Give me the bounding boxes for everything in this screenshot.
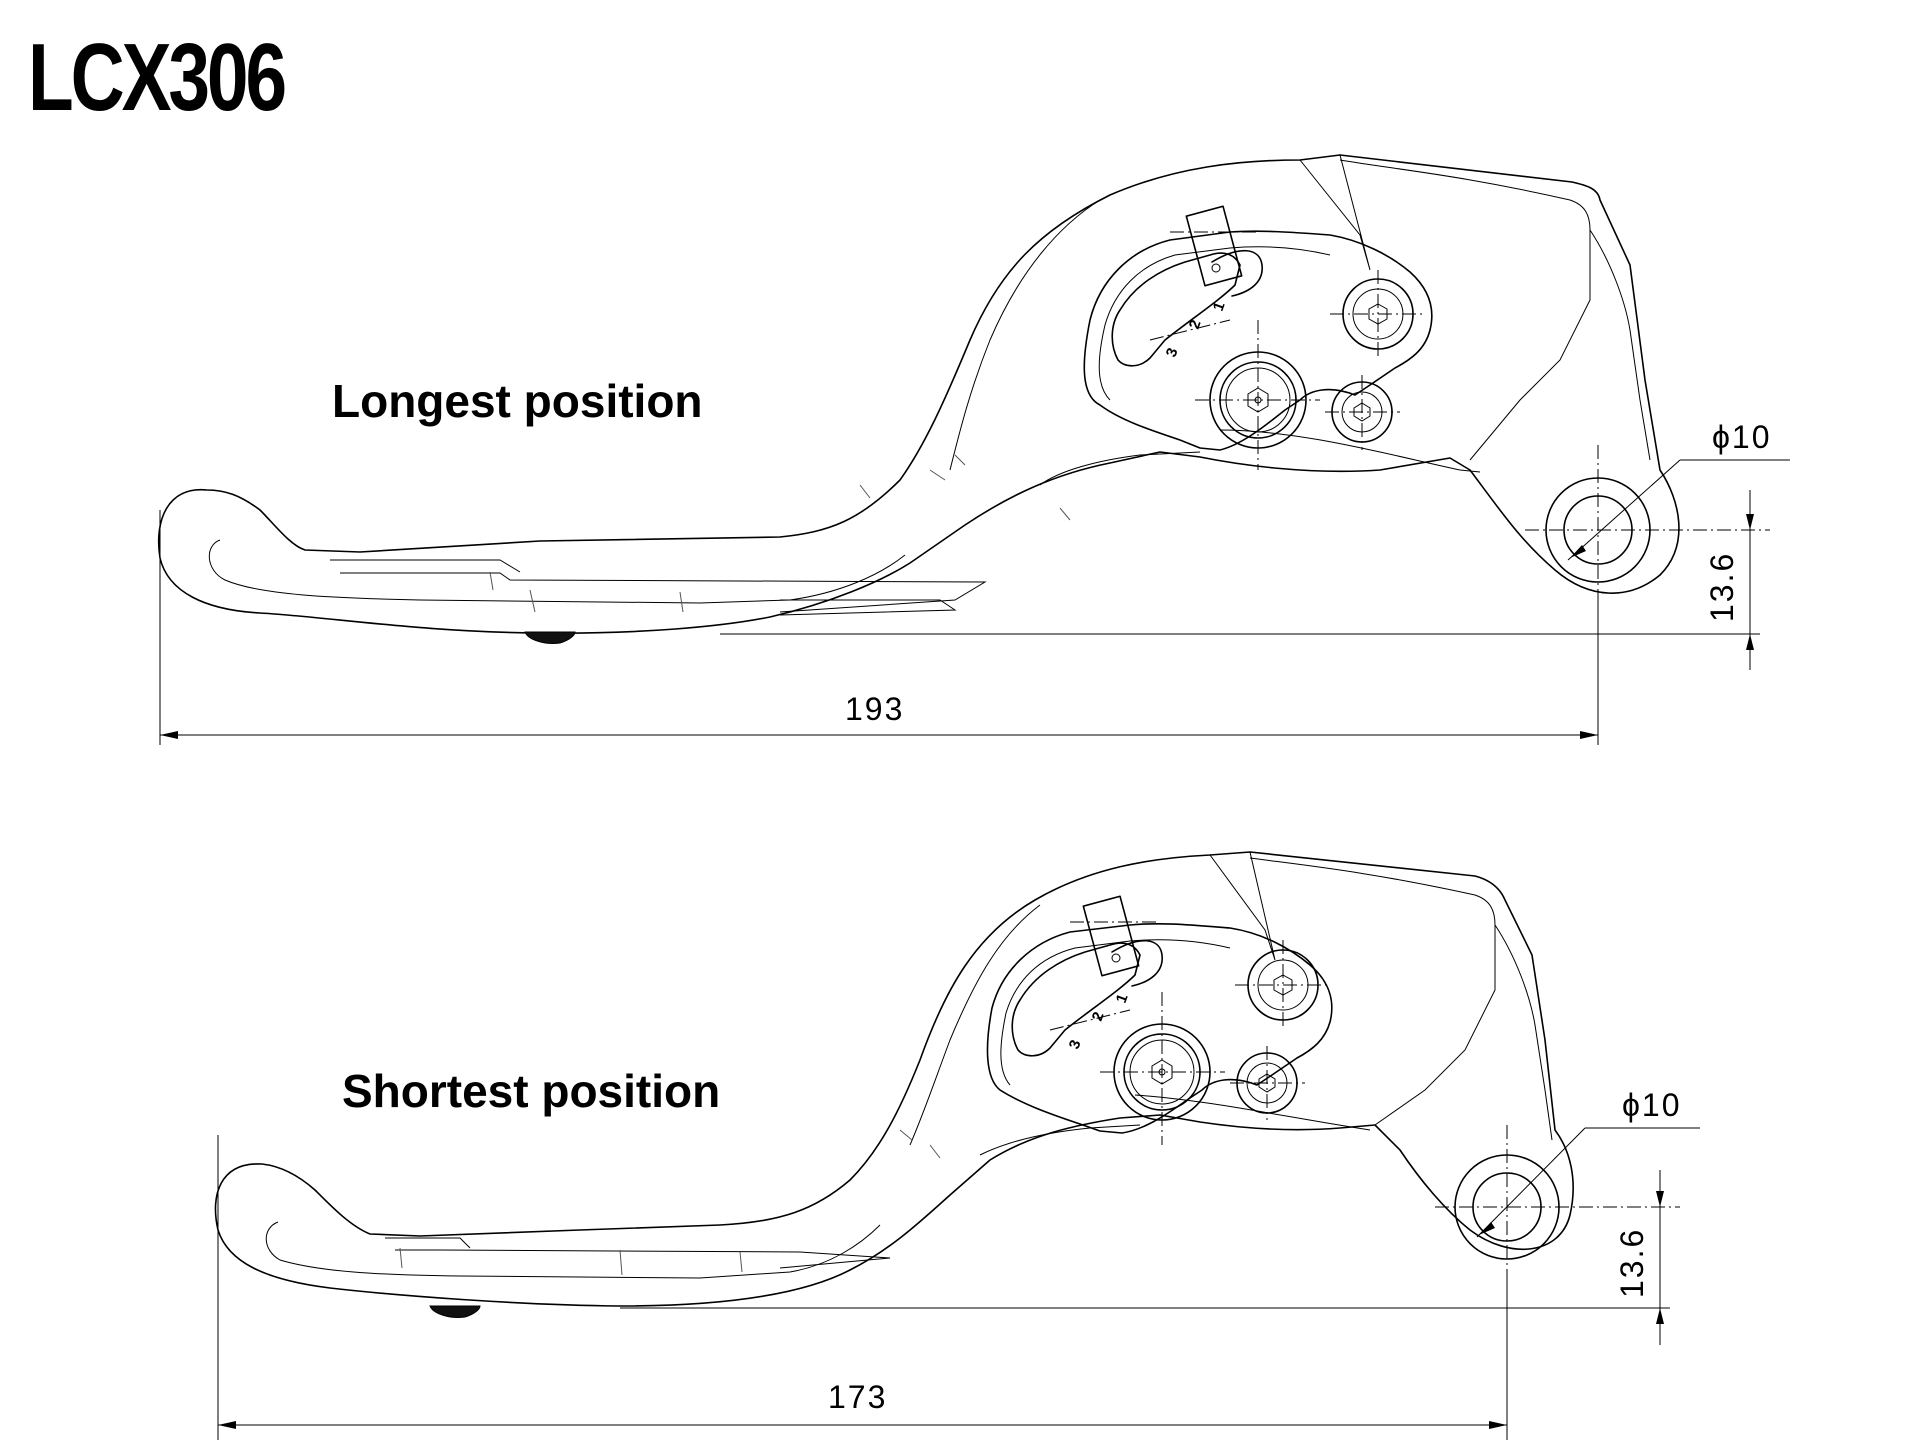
adjuster-mark-1-shortest: 1 (1113, 992, 1132, 1006)
adjuster-window-longest: 3 2 1 (1083, 205, 1433, 451)
dimensions-shortest: 173 ϕ10 13.6 (217, 1087, 1700, 1440)
shortest-position-caption: Shortest position (342, 1065, 721, 1117)
pivot-bolts-longest (1195, 270, 1425, 470)
length-dim-longest: 193 (845, 691, 904, 727)
longest-position-caption: Longest position (332, 375, 703, 427)
diameter-dim-longest: ϕ10 (1712, 419, 1772, 455)
longest-position-view: 3 2 1 (157, 154, 1790, 745)
shortest-position-view: 3 2 1 (214, 851, 1700, 1440)
adjuster-mark-2-longest: 2 (1186, 318, 1205, 332)
mount-eye-longest (1525, 445, 1770, 610)
lever-outline-shortest (214, 851, 1574, 1318)
pivot-bolts-shortest (1100, 940, 1330, 1145)
length-dim-shortest: 173 (828, 1379, 887, 1415)
adjuster-mark-3-longest: 3 (1163, 346, 1182, 360)
dimensions-longest: 193 ϕ10 13.6 (159, 419, 1790, 745)
adjuster-mark-2-shortest: 2 (1089, 1010, 1108, 1024)
offset-dim-shortest: 13.6 (1614, 1228, 1650, 1298)
diameter-dim-shortest: ϕ10 (1622, 1087, 1682, 1123)
adjuster-mark-3-shortest: 3 (1066, 1038, 1085, 1052)
drawing-title: LCX306 (28, 24, 287, 131)
adjuster-mark-1-longest: 1 (1210, 300, 1229, 314)
lever-outline-longest (157, 154, 1680, 644)
offset-dim-longest: 13.6 (1704, 552, 1740, 622)
mount-eye-shortest (1435, 1125, 1680, 1285)
